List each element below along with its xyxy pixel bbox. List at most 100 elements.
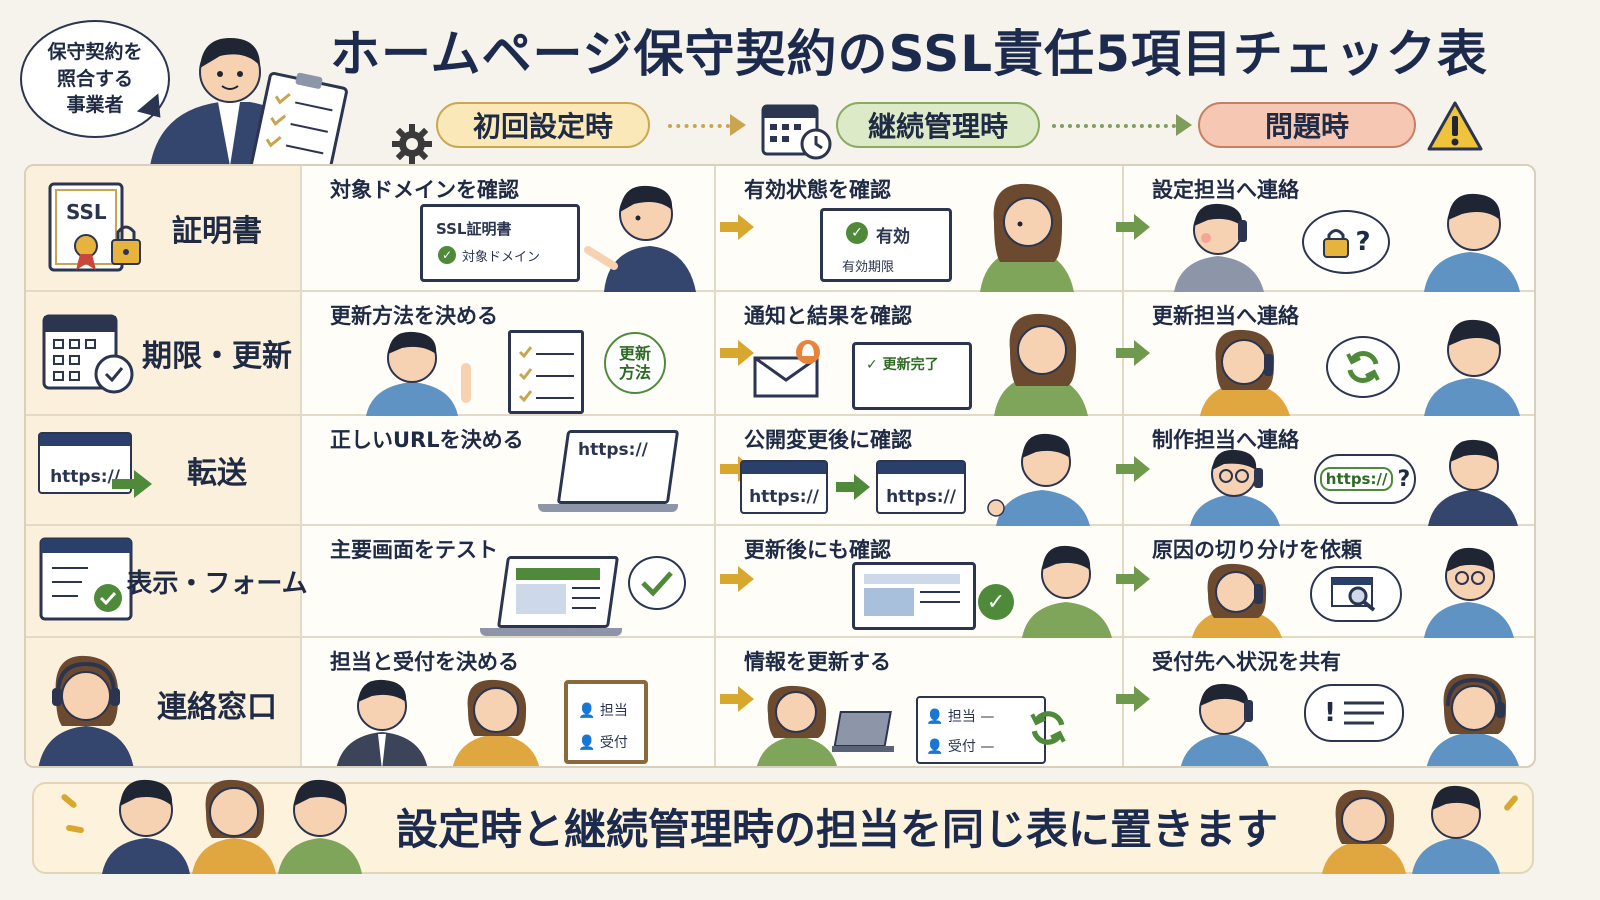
warning-icon	[1427, 101, 1483, 151]
renewal-complete: ✓ 更新完了	[866, 357, 939, 373]
person-pointing-illustration	[366, 331, 471, 416]
arrow-right-icon	[112, 470, 152, 498]
check-icon: ✓	[438, 246, 456, 264]
arrow-right-icon	[1116, 214, 1150, 240]
info-tanto-text: 担当	[947, 709, 976, 725]
question-mark: ?	[1397, 466, 1411, 492]
woman-at-laptop-illustration	[757, 685, 894, 766]
info-uketsuke: 👤 受付 —	[926, 739, 995, 755]
owner-with-clipboard-illustration	[150, 38, 348, 166]
cell-ongoing: 情報を更新する 👤 担当 — 👤 受付 —	[716, 638, 1124, 766]
table-row-display-form: 表示・フォーム 主要画面をテスト 更新後にも確認	[26, 526, 1534, 638]
checklist-clipboard	[508, 330, 584, 414]
category-cell: SSL 証明書	[26, 166, 302, 290]
question-bubble: ?	[1302, 210, 1390, 274]
calendar-clock-icon	[761, 104, 832, 160]
contact-info-card	[916, 696, 1046, 764]
cell-text-problem: 原因の切り分けを依頼	[1152, 538, 1362, 562]
cell-text-ongoing: 更新後にも確認	[744, 538, 891, 562]
role-uketsuke-text: 受付	[599, 735, 628, 751]
renew-bubble	[1326, 336, 1400, 398]
stage-problem: 問題時	[1198, 102, 1416, 148]
arrow-right-icon	[730, 114, 746, 136]
person-illustration	[1424, 319, 1520, 416]
person-thumbs-up-illustration	[987, 433, 1090, 526]
cell-text-problem: 更新担当へ連絡	[1152, 304, 1299, 328]
message-lines-icon	[1343, 701, 1384, 725]
laptop-cert-item: 対象ドメイン	[462, 250, 541, 265]
table-row-redirect: https:// 転送 正しいURLを決める https:// 公開変更後に確認…	[26, 416, 1534, 526]
arrow-right-icon	[1116, 686, 1150, 712]
check-icon: ✓	[978, 584, 1014, 620]
ssl-icon-text: SSL	[66, 200, 107, 224]
ssl-check-table: SSL 証明書 対象ドメインを確認 SSL証明書 ✓ 対象ドメイン 有効状態を確…	[24, 164, 1536, 768]
renewal-complete-text: 更新完了	[882, 357, 939, 373]
laptop-screen	[852, 342, 972, 410]
category-label: 連絡窓口	[157, 690, 277, 725]
team-pair-illustration	[1322, 785, 1500, 874]
cell-initial: 更新方法を決める 更新 方法	[302, 292, 716, 416]
stage-ongoing-management: 継続管理時	[836, 102, 1040, 148]
form-check-icon	[39, 537, 133, 621]
role-clipboard	[564, 680, 648, 764]
checklist-icon	[518, 346, 574, 403]
arrow-right-icon	[720, 214, 754, 240]
exclamation-mark: !	[1324, 698, 1336, 728]
url-chip: https://	[1319, 467, 1394, 491]
support-operator-icon	[38, 655, 134, 766]
webpage-layout-icon	[864, 574, 960, 616]
cell-text-initial: 正しいURLを決める	[330, 428, 524, 452]
arrow-right-icon	[1176, 114, 1192, 136]
arrow-right-icon	[1116, 566, 1150, 592]
arrow-right-icon	[1116, 456, 1150, 482]
cell-ongoing: 更新後にも確認 ✓	[716, 526, 1124, 638]
cell-problem: 原因の切り分けを依頼	[1124, 526, 1534, 638]
speaker-bubble: 保守契約を 照合する 事業者	[20, 20, 170, 138]
refresh-icon	[1346, 351, 1380, 383]
table-row-expiry-renewal: 期限・更新 更新方法を決める 更新 方法 通知と結果を確認	[26, 292, 1534, 416]
check-icon	[641, 571, 673, 597]
expiry-label: 有効期限	[842, 260, 895, 275]
check-icon: ✓	[846, 222, 868, 244]
cell-text-initial: 対象ドメインを確認	[330, 178, 519, 202]
search-bubble	[1310, 566, 1402, 622]
webpage-layout-icon	[516, 568, 600, 614]
person-illustration	[1022, 545, 1112, 638]
cell-text-ongoing: 有効状態を確認	[744, 178, 891, 202]
cell-text-ongoing: 公開変更後に確認	[744, 428, 912, 452]
refresh-icon	[1030, 711, 1066, 745]
laptop-cert-title: SSL証明書	[436, 220, 512, 238]
role-tanto: 👤 担当	[578, 703, 628, 719]
laptop-screen	[420, 204, 580, 282]
person-on-phone-illustration	[1174, 203, 1264, 292]
person-illustration	[1424, 193, 1520, 292]
dotted-arrow-line	[668, 124, 730, 128]
category-label: 証明書	[172, 214, 262, 249]
cell-problem: 制作担当へ連絡 https:// ?	[1124, 416, 1534, 526]
mail-notification-icon	[753, 340, 820, 398]
arrow-right-icon	[1116, 340, 1150, 366]
category-cell: https:// 転送	[26, 416, 302, 524]
question-mark: ?	[1355, 227, 1371, 257]
cell-problem: 更新担当へ連絡	[1124, 292, 1534, 416]
person-with-glasses-illustration	[1424, 547, 1514, 638]
cell-initial: 正しいURLを決める https://	[302, 416, 716, 524]
laptop-base	[538, 504, 678, 512]
cell-text-problem: 制作担当へ連絡	[1152, 428, 1299, 452]
category-cell: 期限・更新	[26, 292, 302, 414]
laptop-base	[480, 628, 622, 636]
cell-text-initial: 更新方法を決める	[330, 304, 498, 328]
status-valid: 有効	[876, 227, 910, 247]
person-with-glasses-on-phone-illustration	[1190, 449, 1280, 526]
table-row-certificate: SSL 証明書 対象ドメインを確認 SSL証明書 ✓ 対象ドメイン 有効状態を確…	[26, 166, 1534, 292]
search-icon	[1331, 577, 1376, 612]
category-cell: 連絡窓口	[26, 638, 302, 766]
team-group-illustration	[102, 779, 362, 874]
page-title: ホームページ保守契約のSSL責任5項目チェック表	[330, 25, 1488, 83]
url-after-box: https://	[876, 460, 966, 514]
category-label: 期限・更新	[142, 339, 292, 374]
footer-banner	[32, 782, 1534, 874]
dotted-arrow-line	[1052, 124, 1176, 128]
category-cell: 表示・フォーム	[26, 526, 308, 636]
ssl-certificate-icon	[48, 182, 141, 272]
